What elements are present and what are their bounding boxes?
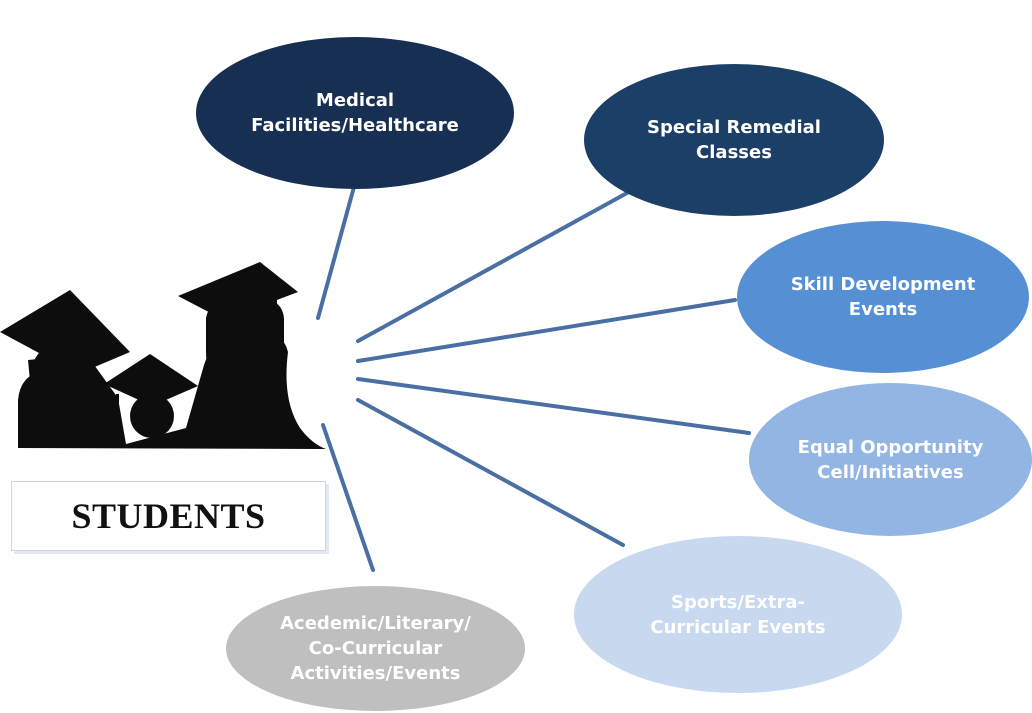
node-academic-literary: Acedemic/Literary/ Co-Curricular Activit… (226, 586, 525, 711)
connector-equal (356, 377, 751, 435)
node-equal-opportunity: Equal Opportunity Cell/Initiatives (749, 383, 1032, 536)
students-label-box: STUDENTS (11, 481, 326, 551)
node-skill-development: Skill Development Events (737, 221, 1029, 373)
students-label: STUDENTS (71, 496, 266, 536)
graduates-silhouette-icon (0, 262, 326, 449)
connector-academic (321, 423, 375, 572)
connector-medical (316, 174, 359, 320)
node-skill-label: Skill Development Events (790, 274, 976, 320)
connector-lines (316, 174, 751, 572)
connector-sports (356, 398, 625, 547)
node-academic-label: Acedemic/Literary/ Co-Curricular Activit… (280, 613, 471, 684)
connector-skill (356, 298, 737, 363)
node-remedial-label: Special Remedial Classes (647, 117, 821, 163)
node-medical-label: Medical Facilities/Healthcare (251, 90, 459, 136)
node-equal-label: Equal Opportunity Cell/Initiatives (797, 436, 984, 483)
node-medical-facilities: Medical Facilities/Healthcare (196, 37, 514, 189)
connector-remedial (356, 191, 629, 343)
node-special-remedial-classes: Special Remedial Classes (584, 64, 884, 216)
node-sports-extracurricular: Sports/Extra- Curricular Events (574, 536, 902, 693)
node-sports-label: Sports/Extra- Curricular Events (650, 591, 826, 638)
